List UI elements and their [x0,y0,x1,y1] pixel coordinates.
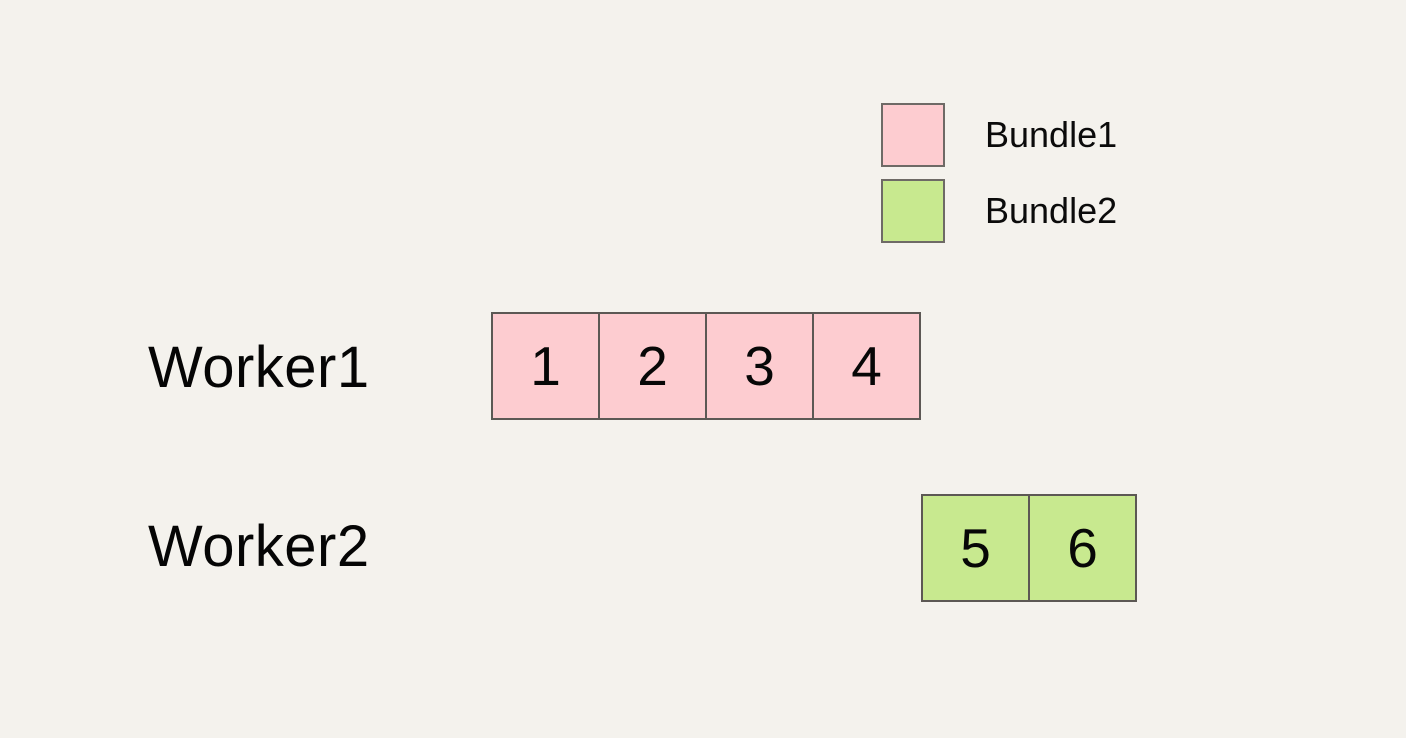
legend-item-bundle1: Bundle1 [881,103,1117,167]
legend: Bundle1 Bundle2 [881,103,1117,243]
bundle2-color-swatch [881,179,945,243]
task-cell-5: 5 [921,494,1030,602]
worker1-label: Worker1 [148,335,370,400]
bundle1-color-swatch [881,103,945,167]
task-cell-3: 3 [705,312,814,420]
worker2-bundle: 5 6 [921,494,1137,602]
worker2-label: Worker2 [148,514,370,579]
legend-label-bundle2: Bundle2 [985,190,1118,231]
task-cell-6: 6 [1028,494,1137,602]
task-cell-1: 1 [491,312,600,420]
legend-item-bundle2: Bundle2 [881,179,1117,243]
task-cell-2: 2 [598,312,707,420]
task-cell-4: 4 [812,312,921,420]
legend-label-bundle1: Bundle1 [985,114,1118,155]
worker1-bundle: 1 2 3 4 [491,312,921,420]
